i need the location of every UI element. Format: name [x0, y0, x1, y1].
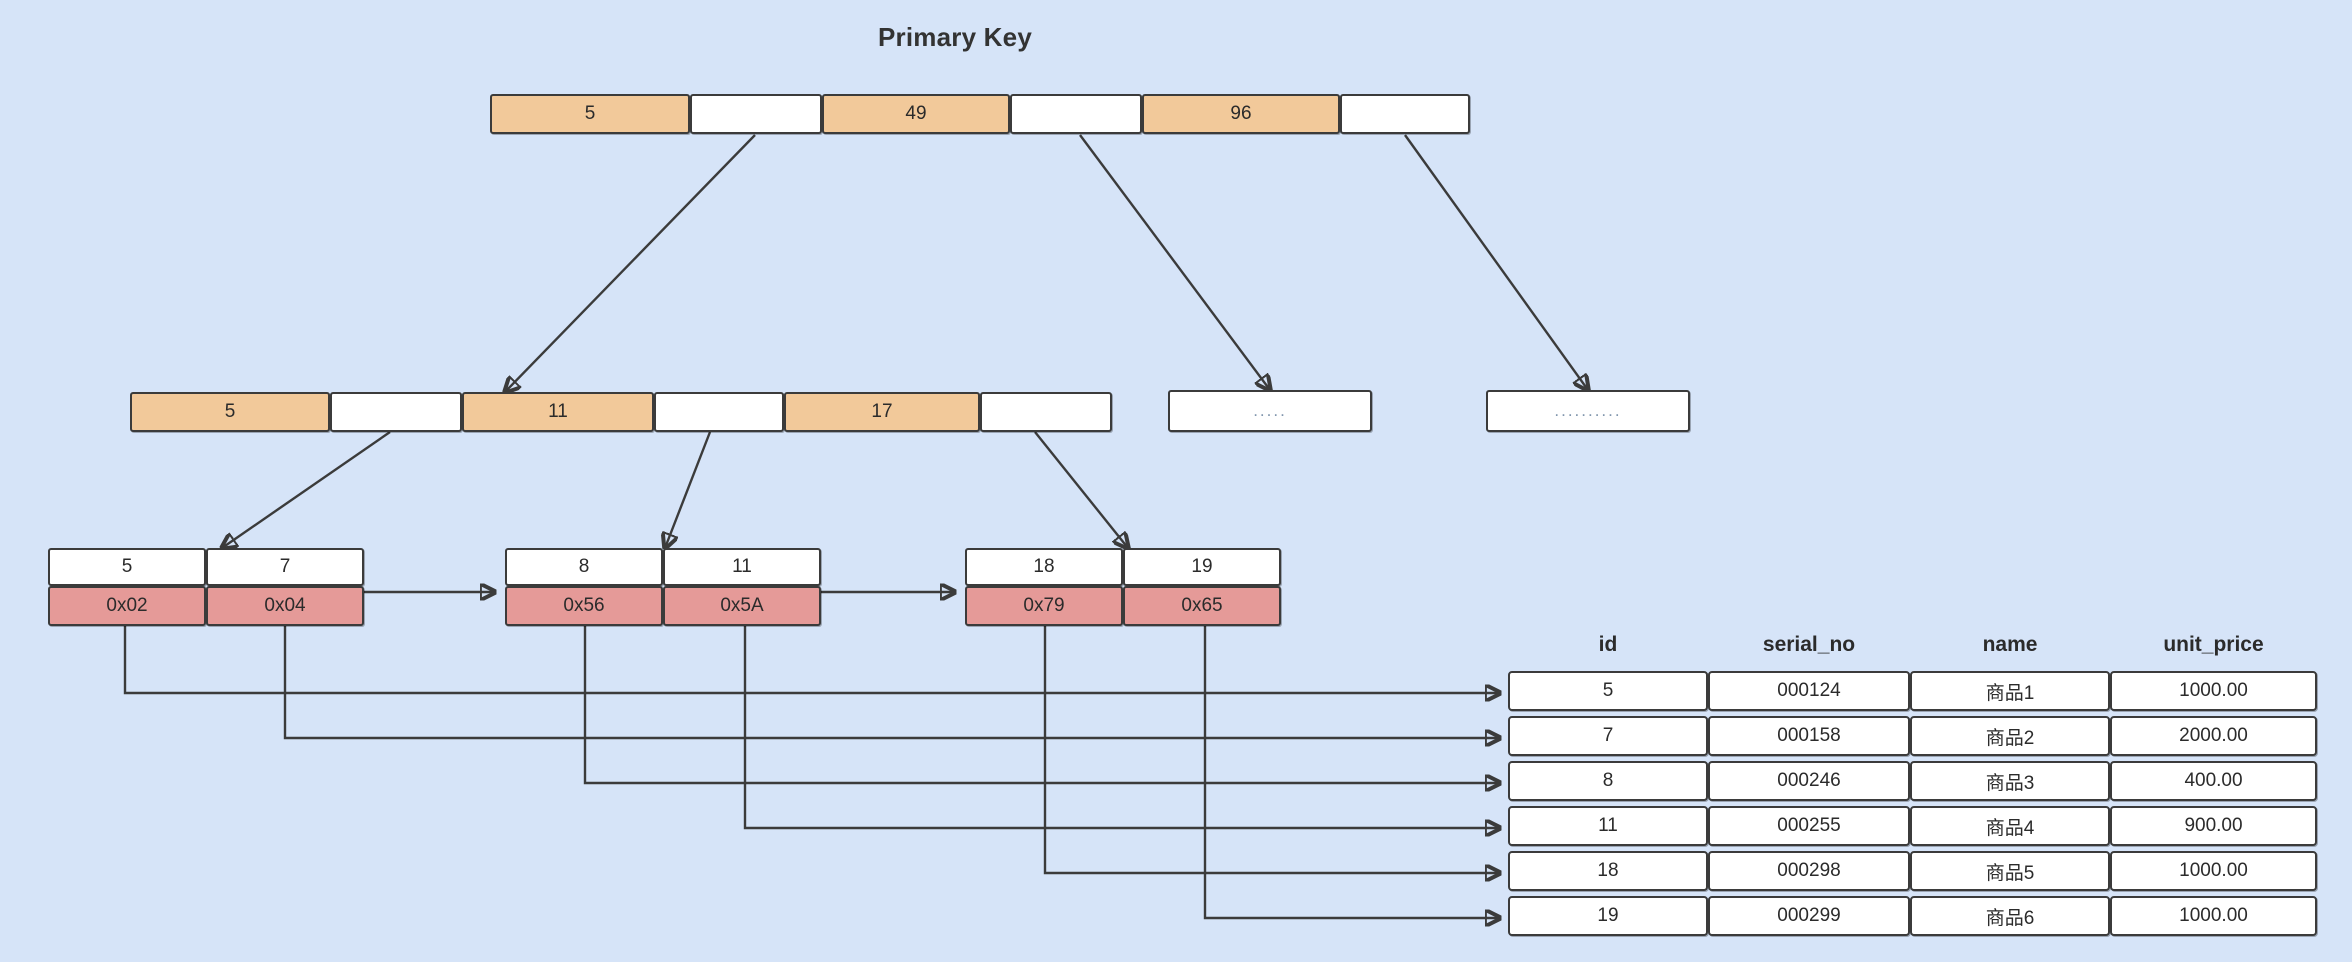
table-header-serial-no: serial_no	[1762, 633, 1856, 656]
leaf-3-key-cell-0[interactable]: 18	[965, 548, 1123, 586]
page-title: Primary Key	[878, 22, 1032, 52]
edge-addr-0x04-to-row-7	[283, 625, 1500, 738]
edge-root-to-internal-3	[1404, 134, 1588, 390]
table-cell-id[interactable]: 19	[1508, 896, 1708, 936]
table-cell-unit-price[interactable]: 400.00	[2110, 761, 2317, 801]
edge-internal-to-leaf-3	[1034, 431, 1128, 548]
table-cell-id[interactable]: 7	[1508, 716, 1708, 756]
edge-addr-0x65-to-row-19	[1203, 625, 1500, 918]
leaf-1-address-cell-1[interactable]: 0x04	[206, 586, 364, 626]
table-cell-serial-no[interactable]: 000124	[1708, 671, 1910, 711]
internal-1-key-cell-0[interactable]: 5	[130, 392, 330, 432]
table-header-unit-price: unit_price	[2163, 633, 2264, 656]
table-cell-name[interactable]: 商品3	[1910, 761, 2110, 801]
edge-internal-to-leaf-1	[222, 431, 391, 548]
edge-addr-0x02-to-row-5	[123, 625, 1500, 693]
table-cell-name[interactable]: 商品4	[1910, 806, 2110, 846]
table-cell-name[interactable]: 商品1	[1910, 671, 2110, 711]
table-cell-serial-no[interactable]: 000158	[1708, 716, 1910, 756]
table-cell-serial-no[interactable]: 000255	[1708, 806, 1910, 846]
edge-addr-0x79-to-row-18	[1043, 625, 1500, 873]
root-key-cell-2[interactable]: 96	[1142, 94, 1340, 134]
table-cell-serial-no[interactable]: 000299	[1708, 896, 1910, 936]
edge-addr-0x56-to-row-8	[583, 625, 1500, 783]
leaf-2-address-cell-1[interactable]: 0x5A	[663, 586, 821, 626]
root-pointer-cell-1[interactable]	[1010, 94, 1142, 134]
internal-1-pointer-cell-2[interactable]	[980, 392, 1112, 432]
root-pointer-cell-2[interactable]	[1340, 94, 1470, 134]
leaf-3-key-cell-1[interactable]: 19	[1123, 548, 1281, 586]
table-cell-id[interactable]: 18	[1508, 851, 1708, 891]
internal-node-2[interactable]: .....	[1168, 390, 1372, 432]
edge-addr-0x5A-to-row-11	[743, 625, 1500, 828]
leaf-2-key-cell-0[interactable]: 8	[505, 548, 663, 586]
table-cell-name[interactable]: 商品5	[1910, 851, 2110, 891]
leaf-2-address-cell-0[interactable]: 0x56	[505, 586, 663, 626]
leaf-1-address-cell-0[interactable]: 0x02	[48, 586, 206, 626]
internal-1-key-cell-1[interactable]: 11	[462, 392, 654, 432]
root-pointer-cell-0[interactable]	[690, 94, 822, 134]
table-cell-unit-price[interactable]: 1000.00	[2110, 896, 2317, 936]
edge-internal-to-leaf-2	[665, 431, 712, 548]
table-cell-id[interactable]: 8	[1508, 761, 1708, 801]
table-cell-id[interactable]: 11	[1508, 806, 1708, 846]
table-cell-name[interactable]: 商品2	[1910, 716, 2110, 756]
internal-1-key-cell-2[interactable]: 17	[784, 392, 980, 432]
table-cell-name[interactable]: 商品6	[1910, 896, 2110, 936]
table-cell-unit-price[interactable]: 1000.00	[2110, 851, 2317, 891]
edge-root-to-internal-2	[1079, 134, 1270, 390]
leaf-1-key-cell-1[interactable]: 7	[206, 548, 364, 586]
internal-1-pointer-cell-1[interactable]	[654, 392, 784, 432]
table-cell-serial-no[interactable]: 000246	[1708, 761, 1910, 801]
internal-1-pointer-cell-0[interactable]	[330, 392, 462, 432]
root-key-cell-0[interactable]: 5	[490, 94, 690, 134]
root-key-cell-1[interactable]: 49	[822, 94, 1010, 134]
leaf-2-key-cell-1[interactable]: 11	[663, 548, 821, 586]
table-cell-id[interactable]: 5	[1508, 671, 1708, 711]
table-header-name: name	[1982, 633, 2038, 656]
leaf-1-key-cell-0[interactable]: 5	[48, 548, 206, 586]
table-cell-unit-price[interactable]: 900.00	[2110, 806, 2317, 846]
leaf-3-address-cell-0[interactable]: 0x79	[965, 586, 1123, 626]
edge-root-to-internal-1	[505, 134, 756, 392]
table-cell-serial-no[interactable]: 000298	[1708, 851, 1910, 891]
table-cell-unit-price[interactable]: 1000.00	[2110, 671, 2317, 711]
table-header-id: id	[1598, 633, 1618, 656]
leaf-3-address-cell-1[interactable]: 0x65	[1123, 586, 1281, 626]
internal-node-3[interactable]: ..........	[1486, 390, 1690, 432]
table-cell-unit-price[interactable]: 2000.00	[2110, 716, 2317, 756]
